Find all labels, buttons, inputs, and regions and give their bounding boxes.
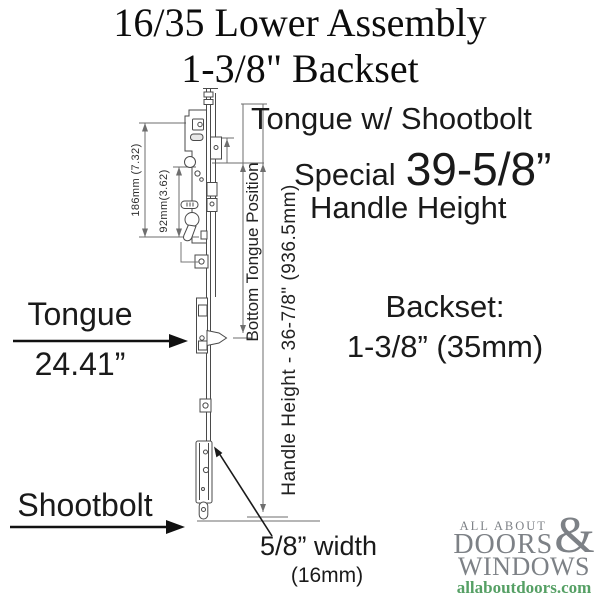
dimension-arrowheads [142,123,266,512]
logo-upper-row: ALL ABOUT DOORS & [449,507,599,564]
shootbolt-part [195,440,213,520]
bottom-tongue-position-label: Bottom Tongue Position [243,162,262,342]
tongue-arrow [13,334,188,348]
handle-height-dimension-label: Handle Height - 36-7/8" (936.5mm) [279,184,300,496]
logo-ampersand-icon: & [554,507,595,564]
logo-doors: DOORS [453,529,554,560]
title-line-1: 16/35 Lower Assembly [113,0,487,45]
title-line-2: 1-3/8" Backset [181,46,419,91]
width-metric: (16mm) [290,564,364,587]
lock-gearbox [180,109,222,269]
dim-92mm-label: 92mm(3.62) [158,169,170,233]
backset-value: 1-3/8” (35mm) [346,329,544,364]
handle-height-callout: Handle Height [310,190,507,225]
backset-label: Backset: [385,289,505,324]
logo-left-column: ALL ABOUT DOORS [453,519,554,560]
logo-website-url: allaboutdoors.com [456,578,592,597]
special-handle-height-callout: Special 39-5/8” [294,146,551,193]
special-prefix: Special [294,157,396,192]
company-logo: ALL ABOUT DOORS & WINDOWS allaboutdoors.… [449,507,599,597]
shootbolt-arrow [10,520,185,534]
shootbolt-label: Shootbolt [17,487,153,523]
width-leader-arrow [214,446,273,537]
euro-cylinder-keyhole [183,212,200,242]
logo-windows: WINDOWS [457,552,591,581]
logo-all-about: ALL ABOUT [459,519,547,533]
width-label: 5/8” width [260,531,378,561]
tongue-value: 24.41” [34,346,126,382]
tongue-part [196,297,228,413]
tongue-label: Tongue [27,296,133,332]
tongue-shootbolt-callout: Tongue w/ Shootbolt [251,101,532,136]
dim-186mm-label: 186mm (7.32) [130,143,142,217]
special-size: 39-5/8” [405,143,552,195]
